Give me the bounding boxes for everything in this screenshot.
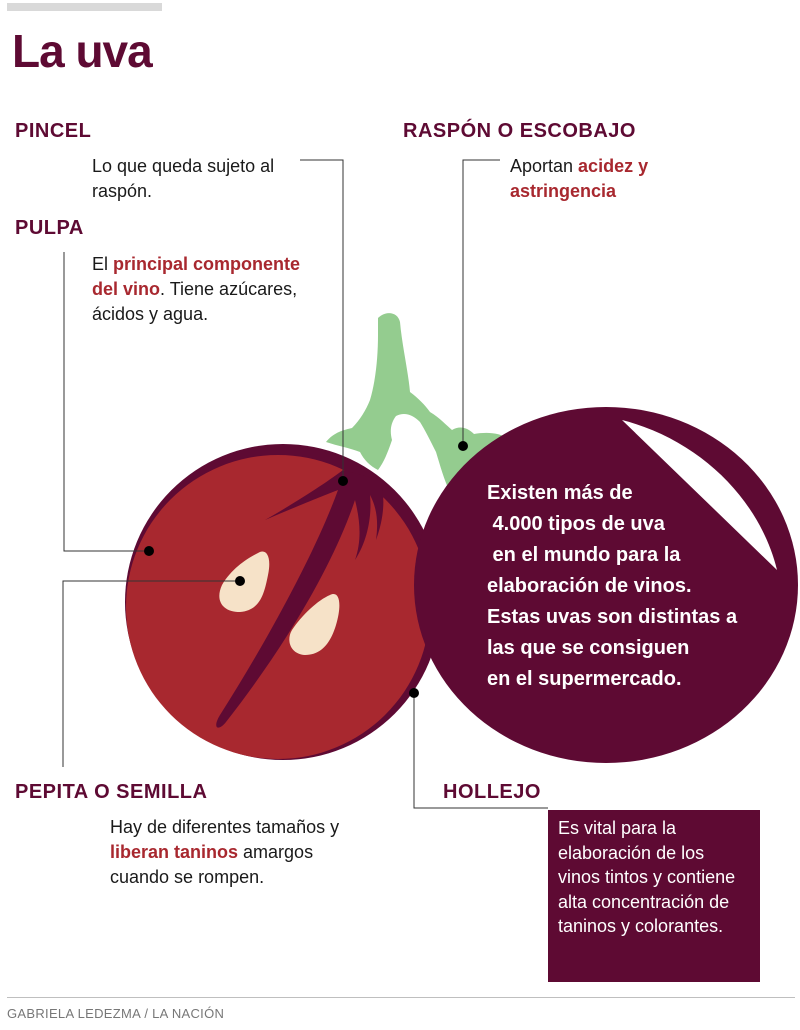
- seed: [289, 594, 340, 655]
- fact-text: Existen más de 4.000 tipos de uva en el …: [487, 482, 738, 690]
- credit: GABRIELA LEDEZMA / LA NACIÓN: [7, 1006, 225, 1021]
- marker-dots: [144, 441, 468, 698]
- label-pepita: PEPITA O SEMILLA: [15, 781, 208, 803]
- label-hollejo: HOLLEJO: [443, 781, 541, 803]
- page-title: La uva: [12, 25, 153, 77]
- label-pulpa: PULPA: [15, 217, 84, 239]
- desc-pepita: Hay de diferentes tamaños y liberan tani…: [110, 817, 340, 887]
- highlight: principal componente del vino: [92, 254, 301, 299]
- highlight: liberan taninos: [110, 842, 239, 862]
- grape-pulp: [126, 455, 430, 759]
- desc-pincel: Lo que queda sujeto al raspón.: [92, 156, 275, 201]
- desc-raspon: Aportan acidez y astringencia: [510, 156, 649, 201]
- leader-lines: [62, 159, 548, 809]
- footer-rule: [7, 997, 795, 998]
- desc-pulpa: El principal componente del vino. Tiene …: [92, 254, 301, 324]
- desc-hollejo: Es vital para la elaboración de los vino…: [548, 810, 760, 982]
- label-pincel: PINCEL: [15, 120, 92, 142]
- pincel: [216, 470, 384, 728]
- highlight: acidez y astringencia: [510, 156, 649, 201]
- top-rule: [7, 3, 162, 11]
- label-raspon: RASPÓN O ESCOBAJO: [403, 120, 636, 142]
- highlight-curl: [622, 420, 777, 570]
